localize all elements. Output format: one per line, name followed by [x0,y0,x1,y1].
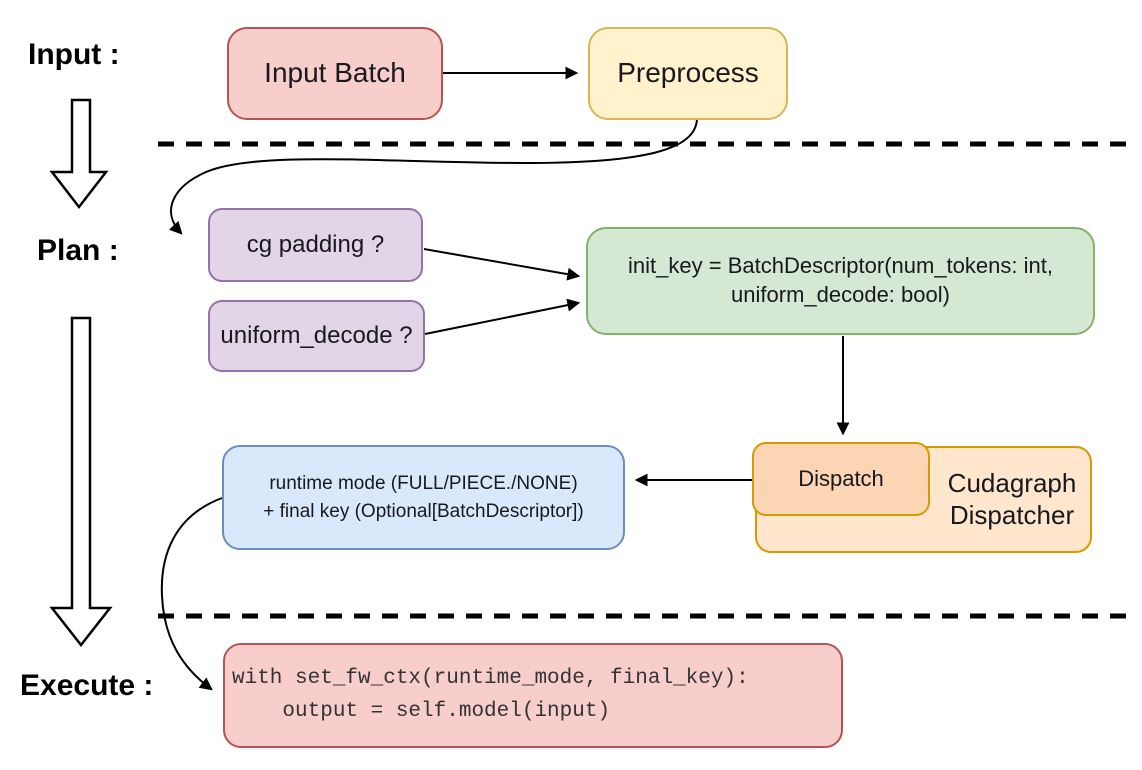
connector-preprocess-to-cgpadding [168,117,698,235]
stage-arrow-plan-to-execute-icon [49,316,113,648]
stage-label-execute: Execute : [20,669,154,702]
node-cudagraph-dispatcher-label: Cudagraph Dispatcher [932,446,1092,553]
node-cg-padding: cg padding ? [208,208,423,282]
node-init-key-line1: init_key = BatchDescriptor(num_tokens: i… [628,253,1053,279]
connector-runtimemode-to-execute [160,497,223,691]
node-init-key: init_key = BatchDescriptor(num_tokens: i… [586,227,1095,335]
connector-uniformdecode-to-initkey [424,298,581,335]
connector-cgpadding-to-initkey [423,248,581,281]
node-preprocess-label: Preprocess [617,57,759,89]
node-input-batch: Input Batch [227,27,443,120]
node-preprocess: Preprocess [588,27,788,120]
node-uniform-decode-label: uniform_decode ? [220,322,413,350]
node-cg-padding-label: cg padding ? [246,231,385,259]
node-execute-code: with set_fw_ctx(runtime_mode, final_key)… [223,643,843,748]
node-runtime-mode: runtime mode (FULL/PIECE./NONE) + final … [222,445,625,550]
cudagraph-line1: Cudagraph [947,467,1077,498]
execute-code-line1: with set_fw_ctx(runtime_mode, final_key)… [232,666,749,690]
node-uniform-decode: uniform_decode ? [208,300,425,372]
node-runtime-mode-line2: + final key (Optional[BatchDescriptor]) [263,500,584,522]
cudagraph-line2: Dispatcher [949,499,1075,530]
stage-label-input: Input : [28,38,120,71]
node-dispatch: Dispatch [752,442,930,516]
stage-arrow-input-to-plan-icon [49,98,109,210]
node-runtime-mode-line1: runtime mode (FULL/PIECE./NONE) [269,472,578,494]
stage-label-plan: Plan : [37,234,119,267]
execute-code-line2: output = self.model(input) [232,699,611,723]
node-input-batch-label: Input Batch [264,57,406,89]
node-init-key-line2: uniform_decode: bool) [731,282,950,307]
node-dispatch-label: Dispatch [798,465,884,491]
